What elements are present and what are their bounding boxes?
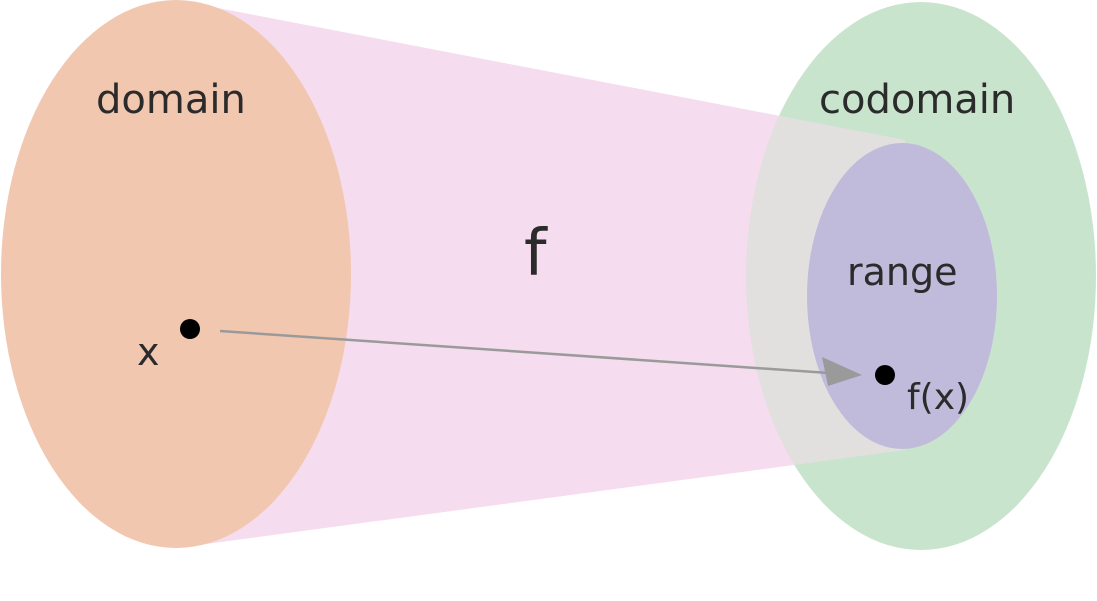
mapping-arrowhead	[822, 357, 862, 386]
mapping-band-overlap	[176, 0, 905, 548]
image-point	[875, 365, 895, 385]
range-label: range	[847, 250, 958, 294]
domain-set	[1, 0, 351, 548]
mapping-arrow	[219, 329, 859, 377]
domain-label: domain	[96, 77, 246, 123]
image-label: f(x)	[907, 377, 970, 418]
function-label: f	[524, 217, 547, 291]
element-label: x	[137, 330, 160, 374]
codomain-label: codomain	[819, 77, 1016, 123]
element-point	[180, 319, 200, 339]
